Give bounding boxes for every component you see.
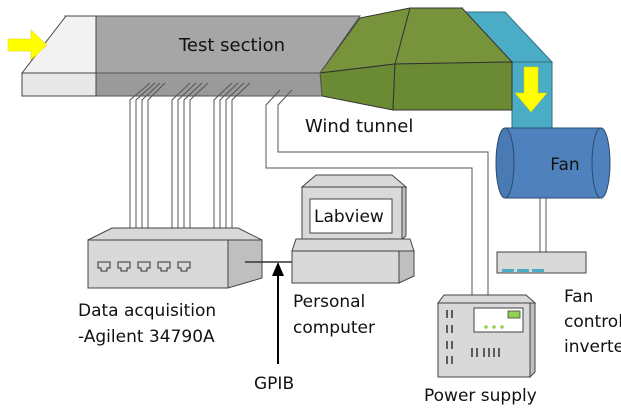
monitor-top: [300, 174, 408, 188]
diffuser: [318, 7, 514, 111]
yellow-right-arrow-icon: [7, 29, 48, 61]
pc-base-side: [398, 250, 415, 284]
inverter-label-line3: inverter: [564, 337, 621, 357]
monitor-screen: [309, 198, 393, 234]
pc-label-line1: Personal: [293, 292, 365, 312]
daq-label-line2: -Agilent 34790A: [78, 327, 215, 347]
psu-led-1: [484, 325, 488, 329]
up-arrow-icon: [272, 262, 284, 276]
inlet-side: [21, 72, 97, 97]
test-section: Test section: [64, 15, 361, 97]
power-wire-2: [277, 89, 489, 295]
fan-control-inverter: [496, 251, 587, 274]
sensor-wires: [129, 82, 251, 232]
inverter-body: [496, 251, 587, 274]
gpib-label: GPIB: [254, 374, 294, 394]
psu-top: [437, 294, 537, 304]
test-section-side: [94, 72, 323, 97]
psu-display-window: [507, 310, 521, 319]
ethernet-port-icon: [97, 261, 191, 272]
daq-label-line1: Data acquisition: [78, 301, 216, 321]
inlet: [20, 15, 97, 97]
daq-side: [227, 239, 263, 289]
fan-front: [495, 127, 515, 199]
power-supply-label: Power supply: [424, 386, 537, 406]
psu-led-2: [492, 325, 496, 329]
power-supply-unit: [437, 294, 537, 379]
psu-side: [529, 302, 536, 379]
monitor-side: [401, 186, 407, 240]
fan-body: [504, 127, 602, 199]
monitor-screen-label: Labview: [314, 207, 384, 227]
daq-top: [87, 227, 263, 241]
pc-base-top: [291, 238, 415, 252]
psu-led-3: [500, 325, 504, 329]
test-section-label: Test section: [178, 35, 285, 56]
inverter-label-line2: control: [564, 312, 621, 332]
fan: Fan: [495, 127, 611, 199]
inverter-led-1: [502, 269, 514, 272]
inverter-led-3: [532, 269, 544, 272]
inverter-label-line1: Fan: [564, 287, 593, 307]
wind-tunnel-label: Wind tunnel: [305, 116, 413, 137]
personal-computer: Labview: [291, 174, 415, 284]
psu-vents: [446, 310, 500, 364]
pc-base-front: [291, 250, 400, 284]
power-wire-1: [265, 89, 473, 295]
fan-back: [591, 127, 611, 199]
inverter-led-2: [517, 269, 529, 272]
yellow-down-arrow-icon: [514, 66, 548, 113]
diffuser-side-2: [392, 61, 513, 111]
fan-label: Fan: [550, 155, 579, 175]
pc-label-line2: computer: [293, 318, 375, 338]
data-acquisition-unit: [87, 227, 263, 289]
